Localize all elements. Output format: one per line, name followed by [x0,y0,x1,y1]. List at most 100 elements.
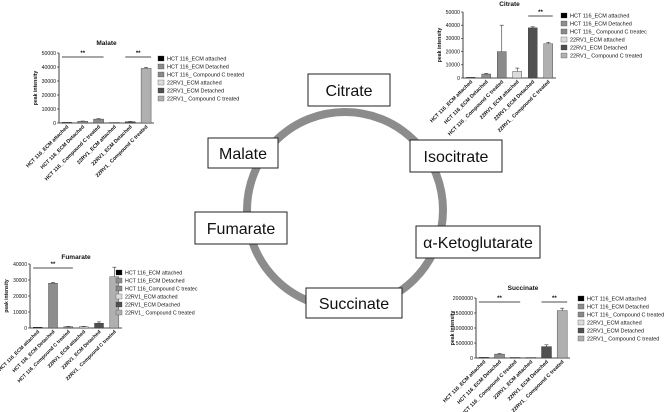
legend-label: 22RV1_ECM attached [167,81,222,87]
y-tick-label: 30000 [13,278,27,284]
significance-mark: ** [552,296,557,302]
legend-swatch [560,52,568,59]
y-tick-label: 40000 [42,65,57,71]
stage-label-succinate: Succinate [319,296,389,313]
y-tick-label: 2000000 [453,296,473,302]
legend-swatch [577,327,585,334]
legend-swatch [115,301,123,308]
legend-label: 22RV1_ECM Detached [125,303,180,309]
legend-swatch [560,36,568,43]
y-tick-label: 20000 [13,294,27,300]
legend-label: HCT 116_ECM Detached [587,305,649,311]
stage-label-citrate: Citrate [325,83,372,100]
bar-malate-2 [93,118,104,124]
stage-label-isocitrate: Isocitrate [424,149,489,166]
legend-swatch [577,295,585,302]
bar-fumarate-0 [32,327,43,329]
stage-box-alpha-ketoglutarate: α-Ketoglutarate [415,225,541,259]
legend-swatch [577,303,585,310]
bar-fumarate-3 [78,326,89,329]
legend-swatch [157,95,165,102]
y-tick-label: 0 [24,326,27,332]
legend-label: HCT 116_ECM attached [587,297,646,303]
legend-label: HCT 116_ECM Detached [570,22,632,28]
y-tick-label: 30000 [42,79,57,85]
y-tick-label: 20000 [446,49,461,55]
legend-swatch [115,269,123,276]
chart-title: Malate [96,40,117,47]
y-tick-label: 30000 [446,36,461,42]
bar-succinate-5 [556,310,568,359]
bar-fumarate-4 [94,323,104,329]
legend-label: HCT 116_ECM Detached [125,279,185,285]
significance-mark: ** [538,10,543,16]
legend-swatch [157,79,165,86]
bar-citrate-4 [528,27,538,79]
legend-swatch [577,319,585,326]
bar-fumarate-1 [48,283,58,329]
y-tick-label: 0 [457,76,460,82]
y-tick-label: 1000000 [453,326,473,332]
legend-label: HCT 116_ECM attached [125,271,182,277]
stage-box-succinate: Succinate [305,287,403,319]
stage-label-malate: Malate [219,146,267,163]
bar-succinate-4 [541,346,552,359]
legend-label: 22RV1_ECM attached [125,295,178,301]
y-axis-label: peak intensity [450,311,456,346]
legend-swatch [157,55,165,62]
legend-swatch [157,71,165,78]
legend-label: 22RV1_ Compound C treated [587,337,659,343]
bar-citrate-2 [497,51,507,79]
legend-label: 22RV1_ECM Detached [570,46,627,52]
bar-citrate-5 [543,43,553,79]
legend-swatch [560,44,568,51]
legend-label: 22RV1_ Compound C treated [167,97,239,103]
legend-label: 22RV1_ECM attached [587,321,642,327]
legend-label: HCT 116_ECM Detached [167,65,229,71]
y-tick-label: 40000 [13,262,27,268]
legend-label: 22RV1_ Compound C treated [125,311,195,317]
y-axis-label: peak intensity [33,71,39,106]
bar-malate-0 [61,122,73,124]
bar-succinate-3 [525,357,537,359]
y-tick-label: 50000 [42,51,57,57]
y-tick-label: 20000 [42,93,57,99]
chart-title: Citrate [499,1,520,8]
y-tick-label: 1500000 [453,311,473,317]
y-tick-label: 50000 [446,10,461,16]
significance-mark: ** [136,51,141,57]
bar-fumarate-2 [63,326,74,329]
legend-label: 22RV1_ECM Detached [587,329,644,335]
legend-swatch [157,63,165,70]
bar-citrate-1 [481,73,491,79]
legend-swatch [560,12,568,19]
bar-malate-3 [109,122,120,124]
bar-malate-5 [140,68,152,124]
bar-succinate-0 [478,357,490,359]
legend-label: 22RV1_ECM attached [570,38,625,44]
bar-malate-4 [125,121,136,124]
stage-label-fumarate: Fumarate [207,221,276,238]
y-tick-label: 10000 [446,63,461,69]
chart-succinate: Succinate0500000100000015000002000000pea… [442,285,664,412]
bar-malate-1 [77,121,88,124]
legend-swatch [560,20,568,27]
stage-box-isocitrate: Isocitrate [409,139,503,173]
bar-succinate-2 [509,357,521,359]
stage-box-citrate: Citrate [307,73,391,107]
significance-mark: ** [51,262,56,268]
legend-swatch [115,293,123,300]
legend-label: HCT 116_ECM attached [167,57,226,63]
y-tick-label: 10000 [42,107,57,113]
y-axis-label: peak intensity [4,279,10,313]
legend-label: HCT 116_ Compound C treated [167,73,244,79]
legend-swatch [115,285,123,292]
legend-swatch [157,87,165,94]
significance-mark: ** [497,296,502,302]
legend-swatch [560,28,568,35]
legend-swatch [577,311,585,318]
